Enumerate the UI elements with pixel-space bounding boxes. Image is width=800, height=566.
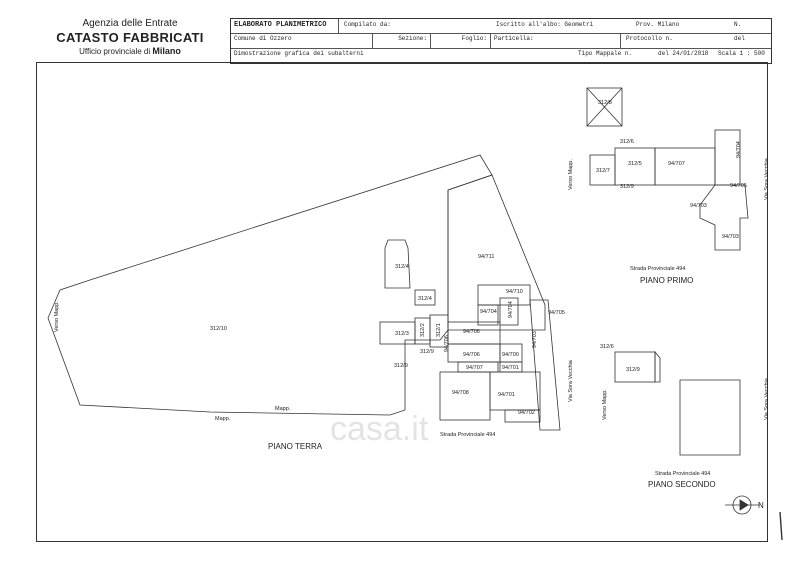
drawing-frame	[36, 62, 768, 542]
label-94-701: 94/701	[502, 365, 519, 371]
office-prefix: Ufficio provinciale di	[79, 47, 151, 56]
label-312-9b: 312/9	[394, 363, 408, 369]
label-94-701b: 94/701	[498, 392, 515, 398]
header-form: ELABORATO PLANIMETRICO Compilato da: Isc…	[230, 18, 772, 64]
label-94-706c: 94/706	[444, 335, 450, 352]
block-94-711	[447, 174, 546, 331]
ground-side-label: Via Sora Vecchia	[568, 359, 574, 402]
label-f1-94-704: 94/704	[736, 141, 742, 158]
lot-312-10	[47, 154, 493, 416]
building-312-4	[384, 239, 411, 289]
label-94-704b: 94/704	[508, 301, 514, 318]
unit-94-704b	[499, 297, 519, 326]
label-f1-312-6: 312/6	[620, 139, 634, 145]
label-312-4b: 312/4	[418, 296, 432, 302]
ground-mapp-label: Mapp.	[215, 416, 231, 422]
first-side-label: Via Sora Vecchia	[764, 157, 770, 200]
office-city: Milano	[152, 46, 181, 56]
header-row-1: ELABORATO PLANIMETRICO Compilato da: Isc…	[231, 19, 771, 34]
label-94-705: 94/705	[548, 310, 565, 316]
unit-312-8	[586, 87, 623, 127]
plan-second-title: PIANO SECONDO	[648, 480, 716, 489]
label-312-3: 312/3	[395, 331, 409, 337]
label-f1-94-705: 94/705	[730, 183, 747, 189]
label-f1-94-707: 94/707	[668, 161, 685, 167]
unit-94-708	[439, 371, 491, 421]
label-f1-312-5: 312/5	[628, 161, 642, 167]
unit-94-702	[504, 409, 541, 423]
unit-312-9-f2-tail	[654, 350, 661, 383]
header-row-2: Comune di Ozzero Sezione: Foglio: Partic…	[231, 33, 771, 49]
label-312-1: 312/1	[436, 323, 442, 337]
unit-94-705	[529, 299, 561, 431]
label-94-700: 94/700	[502, 352, 519, 358]
label-94-703: 94/703	[532, 331, 538, 348]
label-312-9: 312/9	[420, 349, 434, 355]
label-312-10: 312/10	[210, 326, 227, 332]
label-f1-312-7: 312/7	[596, 168, 610, 174]
label-94-711: 94/711	[478, 254, 494, 260]
header-row-3: Dimostrazione grafica dei subalterni Tip…	[231, 48, 771, 62]
label-94-708: 94/708	[452, 390, 469, 396]
foglio-label: Foglio:	[431, 33, 491, 48]
box-312-4b	[414, 289, 436, 306]
label-f1-94-703: 94/703	[690, 203, 707, 209]
ground-road-label: Strada Provinciale 494	[440, 432, 495, 438]
plan-ground-title: PIANO TERRA	[268, 442, 323, 451]
label-94-704: 94/704	[480, 309, 497, 315]
label-94-702: 94/702	[518, 410, 535, 416]
watermark: casa.it	[330, 410, 429, 448]
second-left-label: Verso Mapp.	[602, 389, 608, 420]
dimostrazione-label: Dimostrazione grafica dei subalterni	[234, 50, 364, 57]
label-94-706b: 94/706	[463, 352, 480, 358]
label-94-710: 94/710	[506, 289, 523, 295]
date-label: del 24/01/2018	[658, 50, 709, 57]
label-94-707: 94/707	[466, 365, 483, 371]
ground-mapp-label-2: Mapp.	[275, 406, 291, 412]
label-f1-312-8: 312/8	[598, 100, 612, 106]
north-label: N	[758, 501, 764, 510]
unit-outline-f2	[679, 379, 741, 456]
label-f1-94-703b: 94/703	[722, 234, 739, 240]
label-f2-312-6: 312/6	[600, 344, 614, 350]
unit-94-710	[477, 284, 531, 306]
iscritto-label: Iscritto all'albo: Geometri	[496, 21, 594, 28]
first-road-label: Strada Provinciale 494	[630, 266, 685, 272]
particella-label: Particella:	[491, 33, 621, 48]
first-left-label: Verso Mapp.	[568, 159, 574, 190]
label-f2-312-9: 312/9	[626, 367, 640, 373]
doc-title: ELABORATO PLANIMETRICO	[231, 19, 339, 33]
n-label: N.	[734, 21, 742, 28]
label-f1-312-9: 312/9	[620, 184, 634, 190]
label-312-4: 312/4	[395, 264, 409, 270]
ground-left-label: Verso Mapp.	[54, 301, 60, 332]
plan-first-title: PIANO PRIMO	[640, 276, 693, 285]
document-title: CATASTO FABBRICATI	[56, 30, 204, 45]
unit-94-703-f1	[699, 184, 749, 251]
compilato-label: Compilato da:	[344, 21, 391, 28]
tipo-mappale-label: Tipo Mappale n.	[578, 50, 633, 57]
prov-label: Prov. Milano	[636, 21, 680, 28]
scale-label: Scala 1 : 500	[718, 50, 765, 57]
protocollo-label: Protocollo n.	[626, 35, 673, 42]
sezione-label: Sezione:	[373, 33, 431, 48]
unit-94-701b	[489, 371, 541, 411]
office-label: Ufficio provinciale di Milano	[55, 46, 205, 56]
unit-94-704	[477, 304, 499, 326]
unit-94-707-f1	[654, 147, 716, 186]
label-312-2: 312/2	[420, 323, 426, 337]
comune-label: Comune di Ozzero	[231, 33, 373, 48]
second-side-label: Via Sora Vecchia	[764, 377, 770, 420]
label-94-706: 94/706	[463, 329, 480, 335]
agency-name: Agenzia delle Entrate	[82, 18, 178, 29]
second-road-label: Strada Provinciale 494	[655, 471, 710, 477]
del-label: del	[734, 35, 745, 42]
north-arrow-icon	[725, 495, 760, 515]
